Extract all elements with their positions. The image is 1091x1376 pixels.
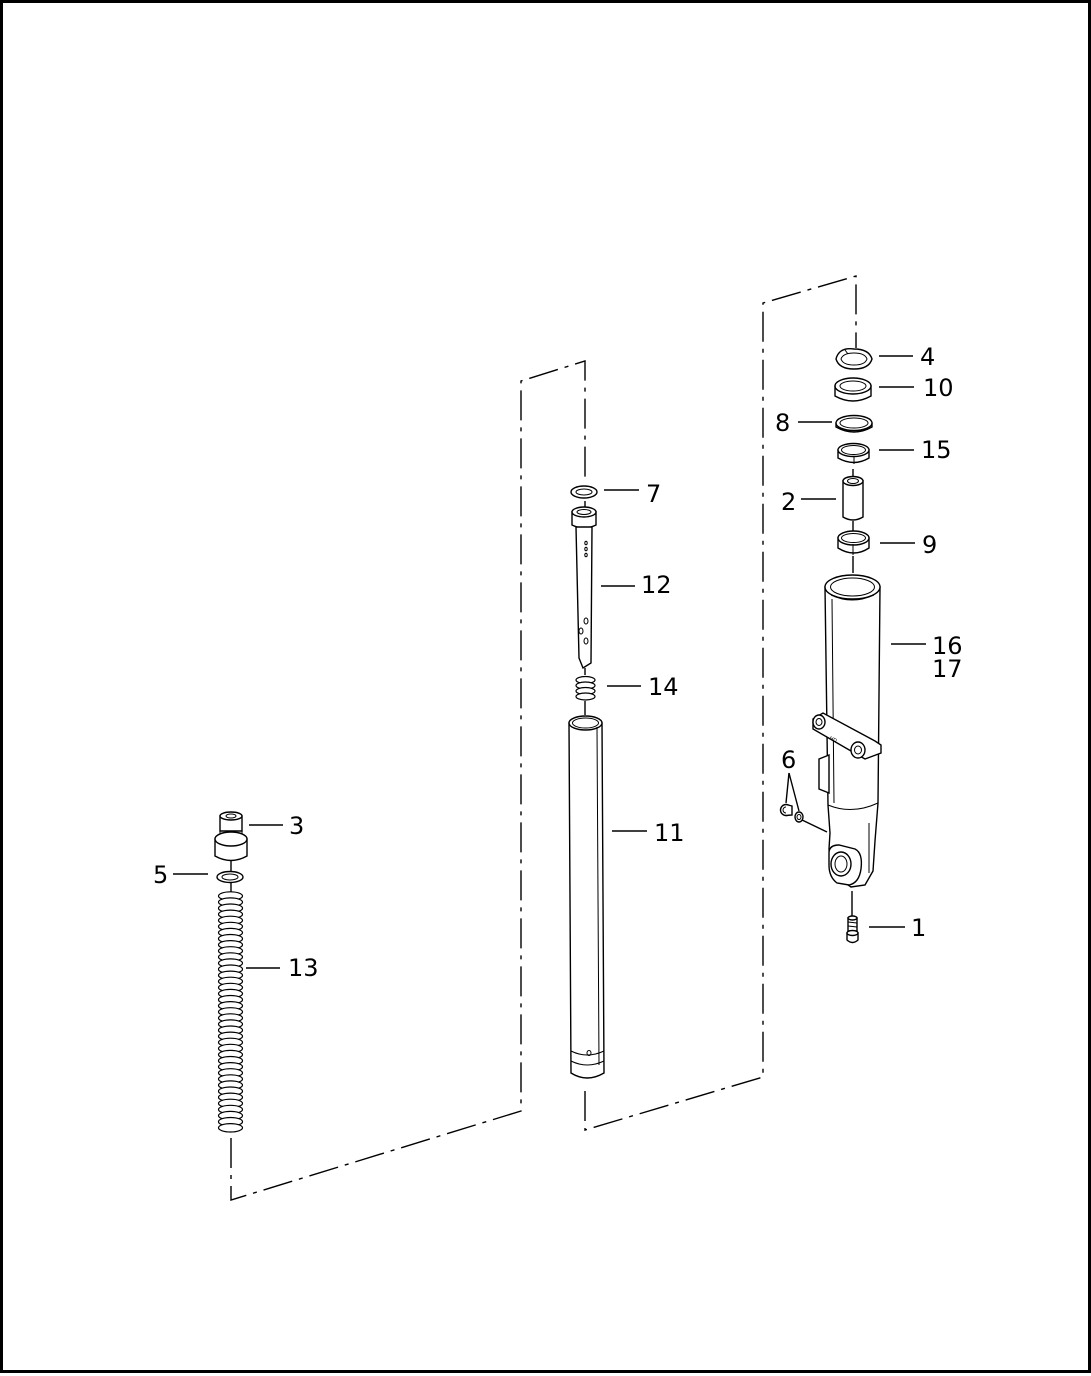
part-10-oil-seal: [834, 377, 872, 402]
part-6-drain-screw-washer: [779, 803, 804, 823]
callout-2: 2: [781, 488, 796, 516]
leader-lines: [173, 355, 926, 969]
assembly-phantom-lines: [230, 275, 857, 1201]
part-9-slider-bushing: [837, 530, 870, 555]
part-1-socket-screw: [846, 915, 859, 944]
callout-3: 3: [289, 812, 304, 840]
part-15-guide-bushing: [837, 442, 870, 464]
callout-11: 11: [654, 819, 685, 847]
callout-1: 1: [911, 914, 926, 942]
casting-mark: HD: [828, 735, 838, 744]
callout-16: 16: [932, 632, 963, 660]
part-13-fork-spring: [217, 891, 244, 1133]
callout-9: 9: [922, 531, 937, 559]
callout-17: 17: [932, 655, 963, 683]
part-16-17-fork-slider: HD: [812, 574, 882, 888]
callout-12: 12: [641, 571, 672, 599]
callout-7: 7: [646, 480, 661, 508]
callout-8: 8: [775, 409, 790, 437]
callout-15: 15: [921, 436, 952, 464]
callout-4: 4: [920, 343, 935, 371]
callout-labels: 1 2 3 4 5 6 7 8 9 10 11 12 13 14 15 16 1…: [153, 343, 963, 982]
callout-6: 6: [781, 746, 796, 774]
part-11-fork-tube: [568, 715, 605, 1079]
part-5-o-ring: [216, 870, 244, 884]
part-14-rebound-spring: [575, 675, 596, 701]
part-7-retaining-ring: [570, 485, 598, 499]
part-12-damper-tube: [571, 506, 597, 670]
part-4-retaining-ring: [835, 348, 873, 370]
part-3-cap-bolt: [214, 811, 248, 862]
part-8-spacer: [835, 414, 873, 433]
exploded-view-diagram: HD: [153, 275, 963, 1201]
callout-5: 5: [153, 861, 168, 889]
callout-13: 13: [288, 954, 319, 982]
part-2-oil-lock: [842, 475, 864, 521]
callout-14: 14: [648, 673, 679, 701]
callout-10: 10: [923, 374, 954, 402]
